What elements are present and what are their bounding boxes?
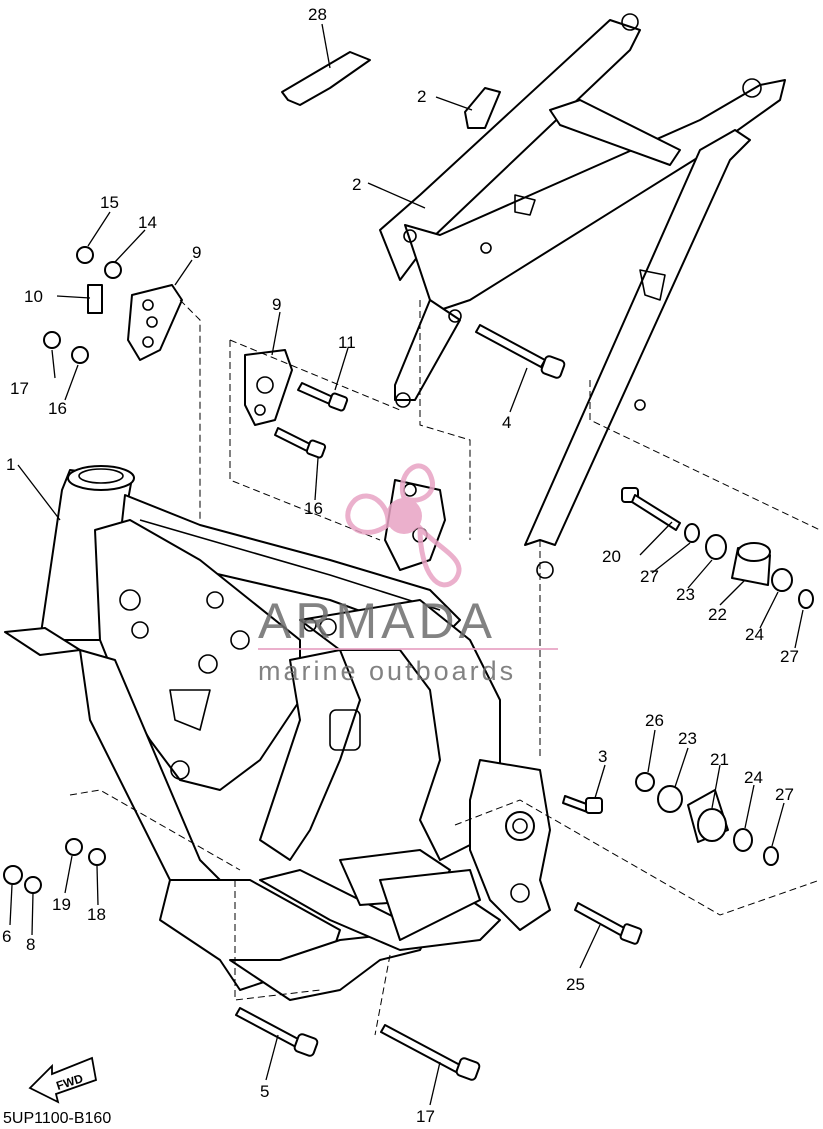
callout-4: 4 [502,413,511,432]
callout-19: 19 [52,895,71,914]
callout-26: 26 [645,711,664,730]
callout-28: 28 [308,5,327,24]
callout-7: 2 [417,87,426,106]
callout-3: 3 [598,747,607,766]
watermark-subtitle: marine outboards [258,656,516,686]
engine-plate-9-right-part [244,349,293,426]
nut-16-part [43,331,61,349]
callout-9-right: 9 [272,295,281,314]
diagram-code: 5UP1100-B160 [3,1110,111,1127]
washer-18-part [88,848,106,866]
block-10-part [87,284,103,314]
washer-27-a-part [684,523,700,543]
callout-2: 2 [352,175,361,194]
spacer-24-a-part [771,568,793,592]
callout-27-b: 27 [780,647,799,666]
callout-1: 1 [6,455,15,474]
watermark-rule [258,648,558,650]
washer-27-b-part [798,589,814,609]
callout-13: 15 [100,193,119,212]
bolt-20-part [621,487,681,531]
callout-6: 6 [2,927,11,946]
nut-26-part [635,772,655,792]
engine-plate-9-left-part [127,284,183,361]
callout-5: 5 [260,1082,269,1101]
main-frame-part [4,465,551,1001]
bolt-17-part [380,1024,481,1081]
callout-23-a: 23 [676,585,695,604]
watermark: ARMADA marine outboards [258,463,558,686]
washer-8-part [24,876,42,894]
callout-12: 14 [138,213,157,232]
plate-7-part [464,87,501,129]
callout-21: 21 [710,750,729,769]
nut-19-part [65,838,83,856]
bolt-4-part [475,324,566,379]
bushing-23-b-part [657,785,683,813]
callout-25: 25 [566,975,585,994]
callout-17: 17 [416,1107,435,1126]
bolt-5-part [235,1007,319,1057]
spacer-24-b-part [733,828,753,852]
nut-6-part [3,865,23,885]
callout-9-left: 9 [192,243,201,262]
callout-22: 22 [708,605,727,624]
watermark-title: ARMADA [258,593,496,649]
nut-13-part [76,246,94,264]
callout-8: 8 [26,935,35,954]
callout-10: 10 [24,287,43,306]
washer-15-part [71,346,89,364]
washer-27-c-part [763,846,779,866]
callout-20: 20 [602,547,621,566]
rear-subframe-part [379,13,786,579]
callout-15: 16 [48,399,67,418]
callout-14: 16 [304,499,323,518]
bushing-23-a-part [705,534,727,560]
callout-24-b: 24 [744,768,763,787]
callout-18: 18 [87,905,106,924]
callout-11: 11 [338,333,356,352]
leader-lines [9,23,804,1106]
callout-16: 17 [10,379,29,398]
callout-27-a: 27 [640,567,659,586]
bolt-3-part [562,795,603,814]
bolt-11-part [297,382,349,412]
callout-labels: 28 2 2 15 14 9 10 9 11 17 16 4 1 16 20 2… [2,5,799,1126]
assembly-lines [69,299,821,1036]
bracket-28-part [281,51,371,106]
fwd-arrow-icon: FWD [28,1056,98,1104]
watermark-propeller-logo [345,463,462,588]
bolt-14-part [274,427,327,459]
bolt-25-part [574,902,643,945]
callout-24-a: 24 [745,625,764,644]
callout-27-c: 27 [775,785,794,804]
callout-23-b: 23 [678,729,697,748]
washer-12-part [104,261,122,279]
